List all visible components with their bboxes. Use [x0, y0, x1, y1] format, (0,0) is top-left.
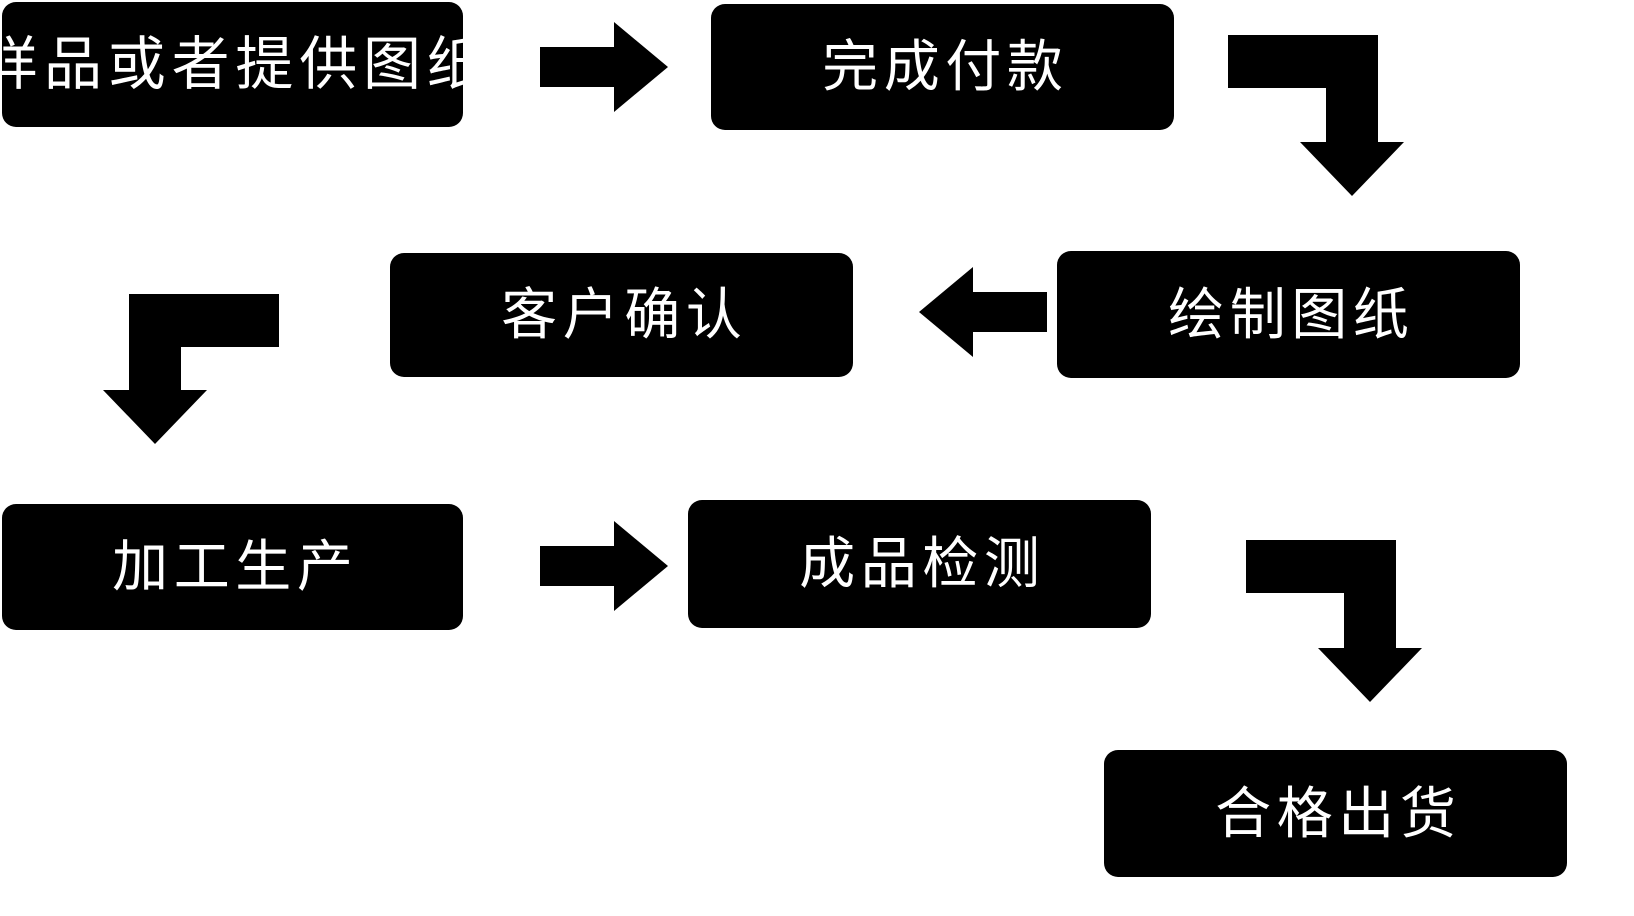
flow-node-label: 绘制图纸: [1168, 282, 1415, 346]
arrow-sample-to-payment: [540, 22, 668, 112]
arrow-drawing-to-confirm: [919, 267, 1047, 357]
flow-node-qualified-shipping[interactable]: 合格出货: [1104, 750, 1567, 877]
flow-node-production[interactable]: 加工生产: [2, 504, 463, 630]
flow-node-draw-drawing[interactable]: 绘制图纸: [1057, 251, 1520, 378]
arrow-confirm-to-production: [103, 294, 279, 444]
flow-node-label: 合格出货: [1215, 781, 1462, 845]
flow-node-complete-payment[interactable]: 完成付款: [711, 4, 1174, 130]
arrow-inspection-to-shipping: [1246, 540, 1422, 702]
flow-node-label: 成品检测: [799, 532, 1046, 595]
flow-node-label: 客户确认: [501, 283, 748, 346]
flow-node-customer-confirm[interactable]: 客户确认: [390, 253, 853, 377]
flow-node-finished-product-inspection[interactable]: 成品检测: [688, 500, 1151, 628]
flow-node-sample-or-drawing[interactable]: 样品或者提供图纸: [0, 2, 485, 127]
arrow-production-to-inspection: [540, 521, 668, 611]
flow-node-label: 完成付款: [822, 35, 1069, 98]
flow-node-label: 加工生产: [112, 535, 359, 598]
arrow-payment-to-drawing: [1228, 35, 1404, 196]
flow-node-label: 样品或者提供图纸: [0, 31, 491, 97]
